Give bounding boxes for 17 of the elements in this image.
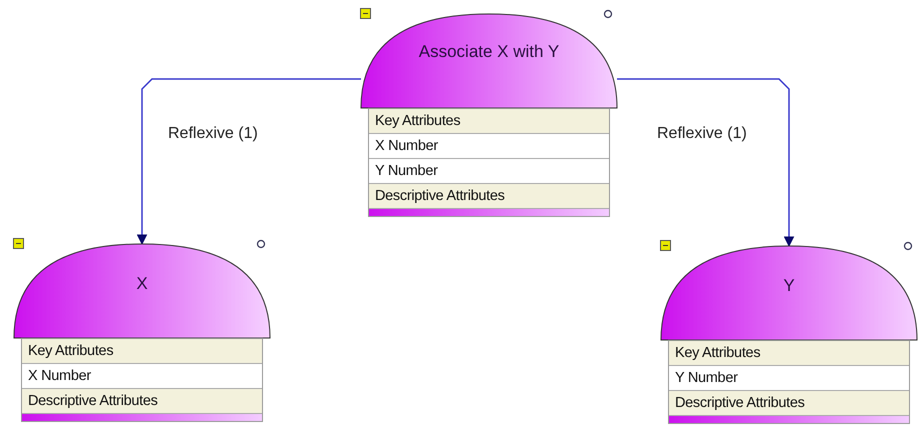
- attribute-section-header: Key Attributes: [369, 109, 609, 134]
- attribute-section-header: Descriptive Attributes: [22, 389, 262, 414]
- edge-label: Reflexive (1): [166, 125, 260, 143]
- entity-node: [360, 8, 618, 218]
- entity-name: Y: [782, 276, 796, 296]
- edge-label: Reflexive (1): [655, 125, 749, 143]
- attribute-section-header: Descriptive Attributes: [369, 184, 609, 209]
- entity-name: X: [135, 274, 149, 294]
- attribute-section-header: Key Attributes: [22, 339, 262, 364]
- entity-node: [13, 238, 271, 423]
- entity-name: Associate X with Y: [418, 42, 560, 62]
- attribute-row: X Number: [369, 134, 609, 159]
- relationship-arrow: [136, 78, 361, 245]
- attribute-section-header: Descriptive Attributes: [669, 391, 909, 416]
- relationship-arrow: [617, 78, 794, 247]
- attribute-section-header: Key Attributes: [669, 341, 909, 366]
- entity-node: [660, 240, 918, 425]
